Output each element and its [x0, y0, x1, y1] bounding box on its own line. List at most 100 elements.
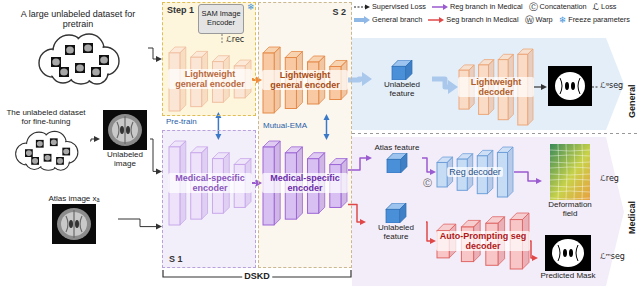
connector — [215, 112, 221, 140]
legend-item: Seg branch in Medical — [428, 16, 518, 24]
mask-hole — [571, 82, 575, 90]
picture-part — [76, 65, 84, 72]
legend-item: General branch — [354, 16, 422, 24]
picture-part — [103, 110, 147, 150]
picture-part — [26, 150, 32, 156]
region-title: S 1 — [169, 254, 183, 264]
branch-name: Medical — [627, 201, 637, 234]
picture-part — [386, 153, 408, 173]
picture-part — [99, 55, 109, 65]
connector — [150, 139, 162, 174]
arrowhead — [215, 112, 221, 118]
picture-part — [53, 154, 68, 169]
arrowhead — [362, 72, 372, 86]
mask-image: Predicted Mask — [538, 228, 598, 288]
picture-part — [120, 126, 124, 134]
node-label: The unlabeled dataset for fine-tuning — [2, 108, 90, 126]
picture-part — [400, 203, 406, 223]
loss-link — [592, 87, 598, 88]
picture-part — [582, 144, 583, 200]
encoder-block: Medical-specific encoder — [168, 140, 252, 226]
picture-part — [75, 220, 79, 228]
node-label: Medical-specific encoder — [168, 173, 252, 194]
legend-symbol: ℒ — [593, 2, 599, 12]
legend-text: Supervised Loss — [372, 3, 426, 11]
connector — [530, 241, 538, 261]
picture-part — [45, 155, 51, 161]
line-shape — [354, 18, 364, 22]
region-title: S 2 — [332, 7, 346, 17]
cloud-picture — [11, 126, 81, 174]
region-fills — [162, 2, 352, 268]
encoder-block: Lightweight general encoder — [262, 46, 348, 114]
node-label: Atlas image xₐ — [30, 194, 118, 203]
arrowhead — [448, 80, 458, 94]
node-label: Atlas feature — [372, 143, 422, 152]
step-region: Step 1SAM Image EncoderLightweight gener… — [162, 2, 256, 116]
decoder-block: Lightweight decoder — [458, 48, 534, 126]
picture-part — [550, 186, 590, 187]
framework-name: DSKD — [242, 271, 272, 281]
picture-part — [32, 158, 38, 164]
connector — [426, 222, 436, 244]
picture-part — [103, 110, 147, 150]
picture-part — [57, 158, 63, 164]
connector-line — [426, 222, 431, 241]
connector-line — [148, 48, 157, 59]
picture-part — [550, 144, 590, 200]
node-label: Deformation field — [542, 200, 598, 218]
polygon-shape — [443, 4, 448, 10]
connector — [148, 48, 162, 62]
cube-picture — [391, 60, 413, 80]
picture-part — [387, 159, 401, 173]
region-fill — [162, 130, 256, 268]
loss-term: ℒᵍseg — [600, 81, 623, 90]
picture-part — [92, 69, 100, 76]
slab-front — [437, 162, 447, 186]
connector — [432, 79, 458, 94]
deformation-image: Deformation field — [542, 138, 598, 224]
stage-region: S 2Lightweight general encoderMedical-sp… — [258, 2, 352, 268]
connector — [348, 205, 366, 226]
picture-part — [552, 239, 584, 267]
legend-text: Loss — [601, 3, 616, 11]
picture-part — [31, 157, 39, 165]
dataset-cloud: A large unlabeled dataset for pretrain — [8, 2, 148, 94]
encoder-block: Lightweight general encoder — [168, 46, 252, 112]
legend-row: General branchSeg branch in MedicalⓌWarp… — [354, 15, 636, 25]
picture-part — [108, 114, 142, 146]
arrowhead — [430, 169, 436, 175]
distill-link — [222, 34, 223, 44]
connector-line — [432, 79, 450, 87]
polygon-shape — [364, 16, 370, 24]
region-fill — [258, 2, 352, 268]
output-arrowhead — [541, 84, 547, 90]
picture-part — [66, 47, 74, 54]
picture-part — [62, 148, 70, 156]
loss-term: ℒrec — [226, 35, 244, 44]
picture-part — [550, 144, 590, 200]
arrowhead — [532, 255, 538, 261]
picture-part — [117, 116, 133, 144]
branch-divider — [352, 133, 640, 134]
dataset-cloud: The unlabeled dataset for fine-tuning — [2, 98, 90, 184]
feature-cube: Atlas feature — [372, 140, 422, 176]
picture-part — [60, 69, 68, 76]
picture-part — [406, 60, 412, 80]
picture-part — [69, 220, 73, 228]
legend-text: Reg branch in Medical — [450, 3, 523, 11]
picture-part — [51, 57, 61, 67]
connector — [422, 158, 436, 175]
picture-part — [550, 179, 590, 180]
picture-part — [545, 235, 591, 271]
picture-part — [84, 45, 92, 52]
arrowhead — [94, 136, 100, 142]
polygon-shape — [439, 17, 444, 23]
mask-ground — [548, 66, 592, 106]
picture-part — [57, 208, 91, 240]
picture-part — [37, 141, 43, 147]
legend-sample — [354, 3, 370, 11]
picture-part — [550, 191, 590, 192]
picture-part — [566, 144, 567, 200]
